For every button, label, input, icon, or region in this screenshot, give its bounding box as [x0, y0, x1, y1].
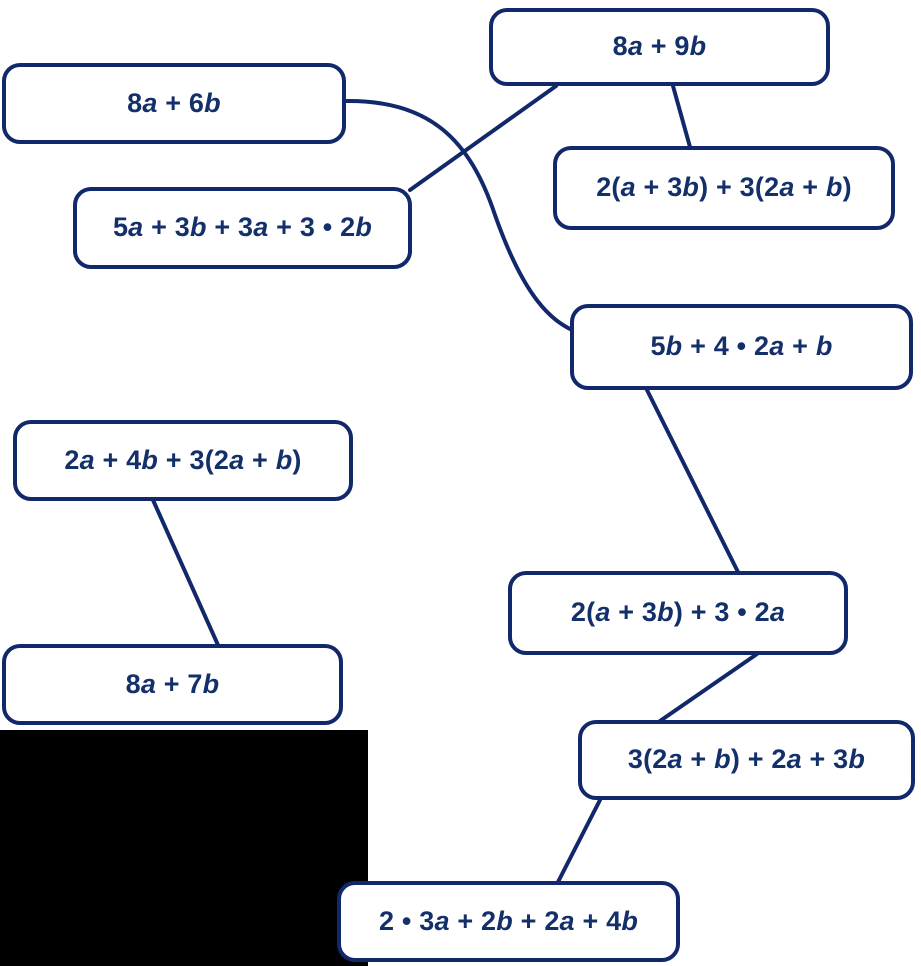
expression-text: 5a + 3b + 3a + 3 • 2b: [112, 212, 373, 243]
node-8a-9b[interactable]: 8a + 9b: [489, 8, 830, 86]
node-5a-3b-3a-3-2b[interactable]: 5a + 3b + 3a + 3 • 2b: [73, 187, 412, 269]
node-5b-4-2a-b[interactable]: 5b + 4 • 2a + b: [570, 304, 913, 390]
expression-text: 5b + 4 • 2a + b: [650, 331, 833, 362]
expression-text: 3(2a + b) + 2a + 3b: [627, 744, 866, 775]
plate-mid-left: [0, 272, 368, 365]
expression-text: 8a + 9b: [612, 31, 707, 62]
node-2a-4b-3-2a-b[interactable]: 2a + 4b + 3(2a + b): [13, 420, 353, 501]
node-8a-6b[interactable]: 8a + 6b: [2, 63, 346, 144]
expression-text: 2(a + 3b) + 3 • 2a: [570, 597, 786, 628]
node-3-2a-b-plus-2a-3b[interactable]: 3(2a + b) + 2a + 3b: [578, 720, 915, 800]
expression-text: 8a + 6b: [127, 87, 221, 118]
node-2-3a-2b-2a-4b[interactable]: 2 • 3a + 2b + 2a + 4b: [337, 881, 680, 962]
expression-text: 2a + 4b + 3(2a + b): [64, 444, 302, 475]
expression-text: 2(a + 3b) + 3(2a + b): [596, 172, 852, 203]
node-8a-7b[interactable]: 8a + 7b: [2, 644, 343, 725]
expression-text: 2 • 3a + 2b + 2a + 4b: [378, 905, 639, 936]
plate-center-column: [368, 366, 506, 730]
node-2-a-3b-plus-3-2a-b[interactable]: 2(a + 3b) + 3(2a + b): [553, 146, 895, 230]
node-2-a-3b-plus-3-2a[interactable]: 2(a + 3b) + 3 • 2a: [508, 571, 848, 655]
expression-text: 8a + 7b: [125, 668, 220, 699]
plate-right-column: [506, 366, 921, 730]
